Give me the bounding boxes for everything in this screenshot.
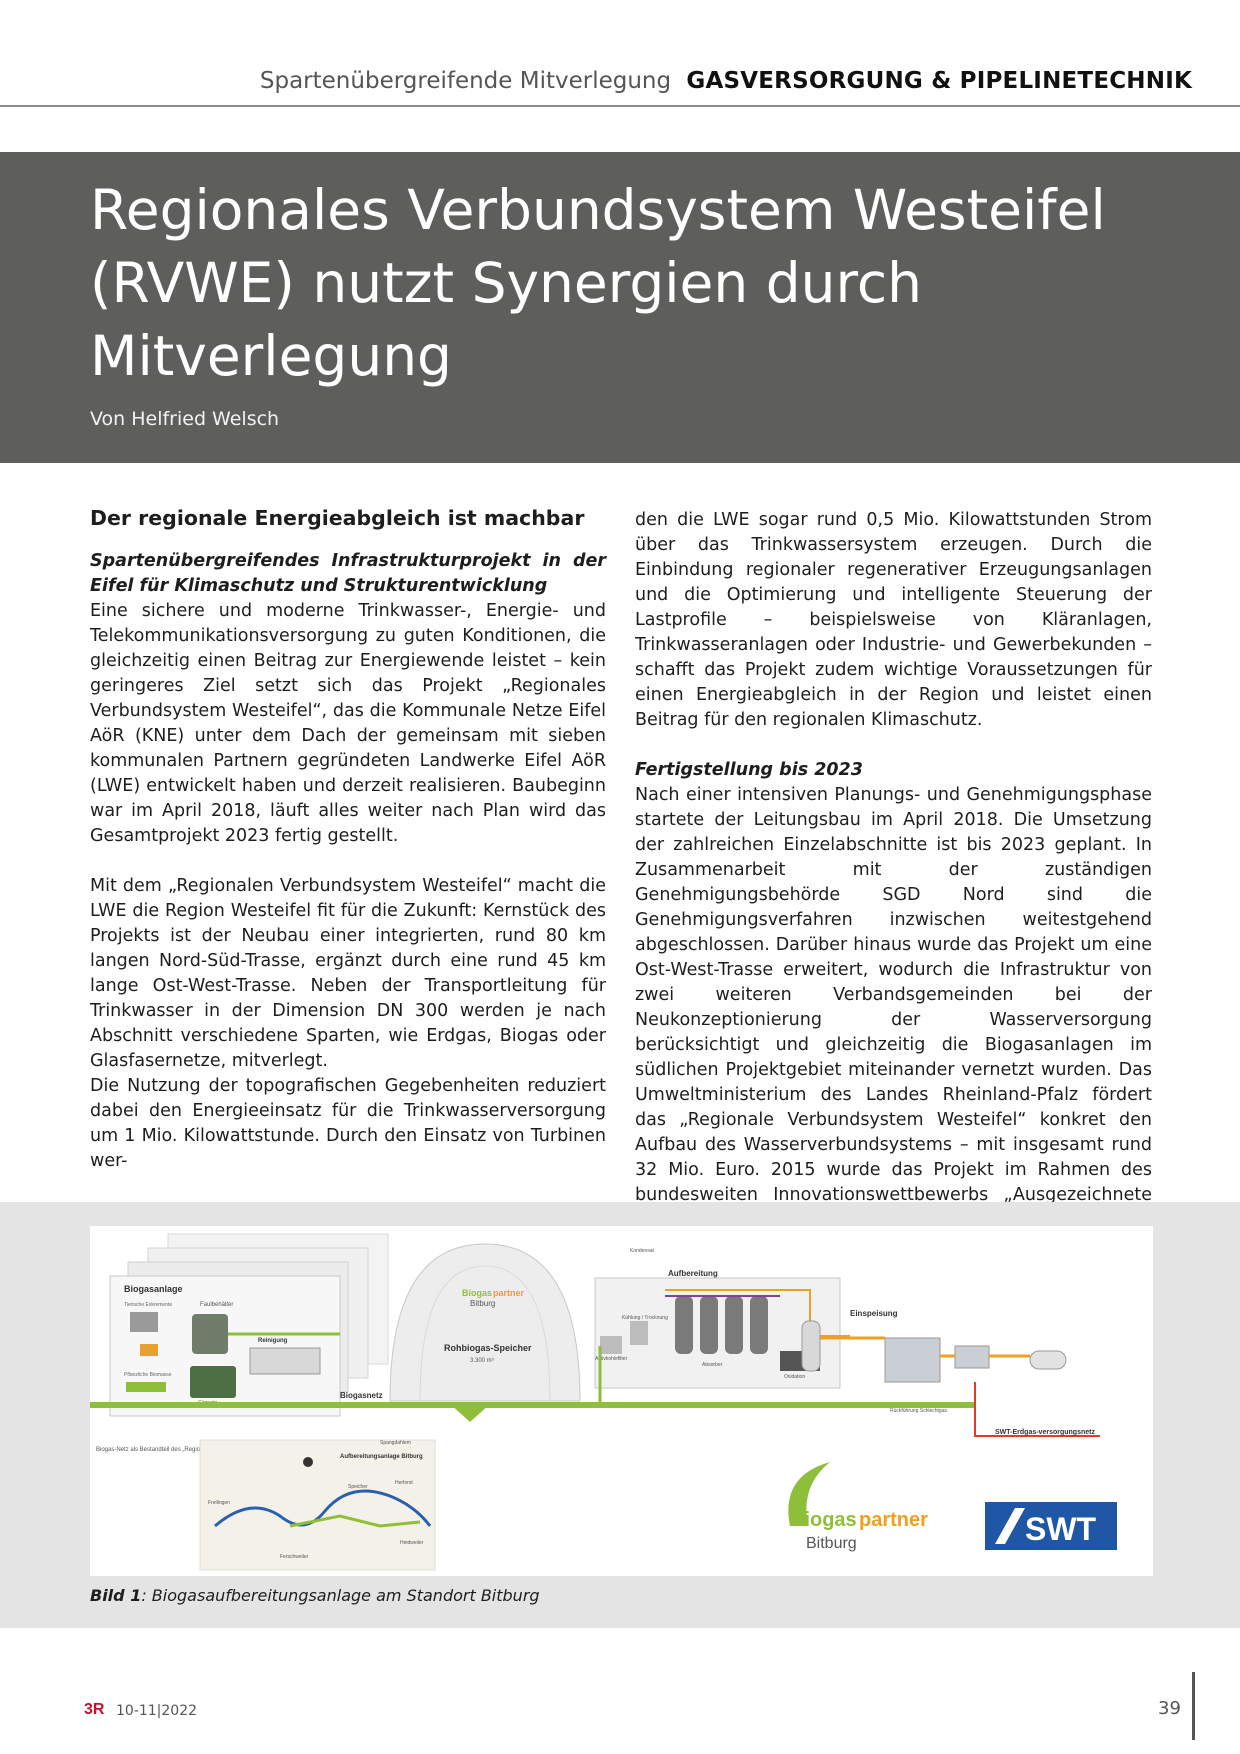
biogas-logo-swoosh xyxy=(788,1462,830,1526)
carbon-filter-label: Aktivkohlefilter xyxy=(595,1356,628,1362)
page-number: 39 xyxy=(1158,1698,1181,1719)
storage-tank-shape xyxy=(190,1366,236,1398)
paragraph-intro: Eine sichere und moderne Trinkwasser-, E… xyxy=(90,601,606,846)
map-biogas-route xyxy=(289,1514,421,1528)
cleaning-unit-shape xyxy=(249,1347,321,1375)
plant-biomass-label: Pflanzliche Biomasse xyxy=(124,1372,172,1378)
carbon-filter-shape xyxy=(600,1336,622,1354)
tractor-shape xyxy=(140,1344,158,1356)
network-label: Biogasnetz xyxy=(340,1391,383,1400)
category-label: GASVERSORGUNG & PIPELINETECHNIK xyxy=(686,68,1192,94)
cooling-label: Kühlung / Trocknung xyxy=(622,1315,668,1321)
section-heading: Der regionale Energieabgleich ist machba… xyxy=(90,506,585,530)
dome-brand-1: Biogas xyxy=(462,1288,492,1298)
dome-shape xyxy=(389,1243,581,1402)
compressor-shape xyxy=(954,1345,990,1369)
map-town-spangdahlem: Spangdahlem xyxy=(380,1440,411,1446)
injection-label: Einspeisung xyxy=(850,1309,898,1318)
absorber-column-1 xyxy=(675,1296,693,1354)
dome-brand-2: partner xyxy=(493,1288,525,1298)
title-line-2: (RVWE) nutzt Synergien durch xyxy=(90,251,923,315)
figure-illustration: Biogasanlage Faulbehälter Tierische Exkr… xyxy=(90,1226,1153,1576)
map-caption: Biogas-Netz als Bestandteil des „Regiona… xyxy=(96,1447,289,1453)
caption-text: : Biogasaufbereitungsanlage am Standort … xyxy=(141,1586,540,1605)
map-town-speicher: Speicher xyxy=(348,1484,368,1490)
biogas-process-diagram: Biogasanlage Faulbehälter Tierische Exkr… xyxy=(90,1233,1117,1571)
footer-rule xyxy=(1192,1672,1195,1740)
map-town-ferschweiler: Ferschweiler xyxy=(280,1554,309,1560)
gas-tank-shape xyxy=(1029,1350,1067,1370)
biogas-network-pipe xyxy=(90,1402,975,1408)
subheading-project: Spartenübergreifendes Infrastrukturproje… xyxy=(90,551,606,596)
gas-grid-label: SWT-Erdgas-versorgungsnetz xyxy=(995,1429,1095,1436)
process-line-orange xyxy=(665,1289,850,1337)
plant-label: Biogasanlage xyxy=(124,1284,183,1294)
logo-biogas-2: partner xyxy=(859,1509,928,1531)
map-town-heidweiler: Heidweiler xyxy=(400,1540,424,1546)
dome-volume: 3.300 m³ xyxy=(470,1358,494,1364)
cooling-unit-shape xyxy=(630,1321,648,1345)
column-right: den die LWE sogar rund 0,5 Mio. Kilowatt… xyxy=(635,508,1152,1233)
logo-text: 3R xyxy=(84,1701,105,1718)
cleaning-label: Reinigung xyxy=(258,1338,288,1344)
logo-biogas-1: Biogas xyxy=(790,1509,857,1531)
figure-caption: Bild 1: Biogasaufbereitungsanlage am Sta… xyxy=(90,1586,540,1605)
absorber-column-3 xyxy=(725,1296,743,1354)
running-head: Spartenübergreifende Mitverlegung GASVER… xyxy=(260,68,1192,94)
paragraph-turbines: den die LWE sogar rund 0,5 Mio. Kilowatt… xyxy=(635,510,1152,730)
dome-label: Rohbiogas-Speicher xyxy=(444,1343,532,1353)
return-label: Rückführung Schlechtgas xyxy=(890,1408,947,1414)
map-panel xyxy=(199,1439,436,1571)
slurry-label: Tierische Exkremente xyxy=(124,1302,172,1308)
logo-biogas-3: Bitburg xyxy=(806,1535,857,1552)
footer-logo: 3R xyxy=(84,1700,112,1722)
figure-band: Biogasanlage Faulbehälter Tierische Exkr… xyxy=(0,1202,1240,1628)
subheading-completion: Fertigstellung bis 2023 xyxy=(635,760,863,780)
title-line-3: Mitverlegung xyxy=(90,324,452,388)
title-band: Regionales Verbundsystem Westeifel (RVWE… xyxy=(0,152,1240,463)
biomass-shape xyxy=(126,1382,166,1392)
article-title: Regionales Verbundsystem Westeifel (RVWE… xyxy=(90,174,1170,393)
column-left: Der regionale Energieabgleich ist machba… xyxy=(90,505,606,1174)
upgrading-label: Aufbereitung xyxy=(668,1269,718,1278)
network-arrow xyxy=(450,1404,490,1422)
author-byline: Von Helfried Welsch xyxy=(90,408,280,430)
condensate-label: Kondensat xyxy=(630,1248,655,1254)
map-town-herforst: Herforst xyxy=(395,1480,413,1486)
map-site-label: Aufbereitungsanlage Bitburg xyxy=(340,1454,423,1460)
footer-issue: 10-11|2022 xyxy=(116,1703,198,1719)
header-rule xyxy=(0,105,1240,107)
paragraph-construction: Nach einer intensiven Planungs- und Gene… xyxy=(635,785,1152,1230)
dome-rib-left xyxy=(419,1265,486,1402)
3r-logo: 3R xyxy=(84,1701,105,1718)
paragraph-rvwe: Mit dem „Regionalen Verbundsystem Westei… xyxy=(90,876,606,1071)
swt-logo-slash xyxy=(995,1508,1025,1544)
absorber-label: Absorber xyxy=(702,1362,723,1368)
fermenter-label: Faulbehälter xyxy=(200,1302,233,1308)
oxidation-label: Oxidation xyxy=(784,1374,805,1380)
map-river-route xyxy=(214,1489,432,1528)
gas-grid-pipe xyxy=(974,1382,1100,1437)
title-line-1: Regionales Verbundsystem Westeifel xyxy=(90,178,1106,242)
paragraph-topography: Die Nutzung der topografischen Gegebenhe… xyxy=(90,1076,606,1171)
logo-swt: SWT xyxy=(1025,1511,1097,1547)
buffer-tank-shape xyxy=(801,1320,821,1372)
dome-rib-right xyxy=(484,1265,551,1402)
absorber-column-4 xyxy=(750,1296,768,1354)
caption-label: Bild 1 xyxy=(90,1586,142,1605)
map-site-marker xyxy=(303,1457,313,1467)
map-town-freilingen: Freilingen xyxy=(208,1500,230,1506)
absorber-column-2 xyxy=(700,1296,718,1354)
dome-brand-3: Bitburg xyxy=(470,1299,495,1308)
slurry-tank-shape xyxy=(130,1312,158,1332)
injection-unit-shape xyxy=(884,1337,941,1383)
section-label: Spartenübergreifende Mitverlegung xyxy=(259,68,672,94)
fermenter-shape xyxy=(192,1314,228,1354)
